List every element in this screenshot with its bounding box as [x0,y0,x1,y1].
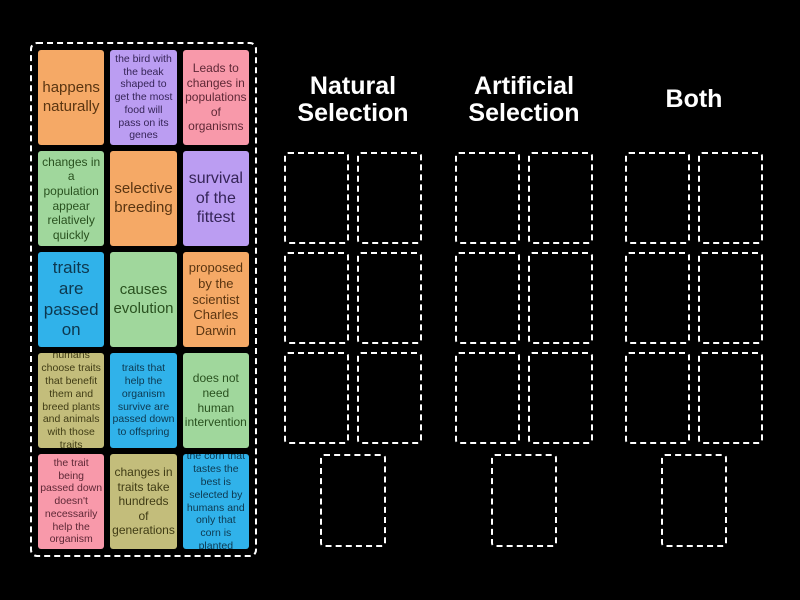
drop-slot[interactable] [698,152,763,244]
sortable-card[interactable]: the corn that tastes the best is selecte… [182,454,249,549]
drop-slot[interactable] [357,352,422,444]
sortable-card[interactable]: changes in a population appear relativel… [38,151,105,246]
group-title: Artificial Selection [468,71,580,127]
sortable-card[interactable]: traits that help the organism survive ar… [110,353,177,448]
drop-slot[interactable] [284,152,349,244]
drop-slot[interactable] [528,152,593,244]
sortable-card[interactable]: survival of the fittest [182,151,249,246]
drop-slot[interactable] [357,152,422,244]
drop-slot[interactable] [698,352,763,444]
drop-slot[interactable] [491,454,557,547]
drop-slot[interactable] [455,352,520,444]
drop-slot[interactable] [357,252,422,344]
sortable-card[interactable]: humans choose traits that benefit them a… [38,353,105,448]
drop-slot[interactable] [698,252,763,344]
sortable-card[interactable]: Leads to changes in populations of organ… [182,50,249,145]
sortable-card[interactable]: the bird with the beak shaped to get the… [110,50,177,145]
sortable-card[interactable]: causes evolution [110,252,177,347]
sortable-card[interactable]: traits are passed on [38,252,105,347]
drop-slot[interactable] [320,454,386,547]
sortable-card[interactable]: changes in traits take hundreds of gener… [110,454,177,549]
drop-slot[interactable] [625,252,690,344]
drop-slot[interactable] [528,252,593,344]
group-title: Both [665,85,723,114]
sortable-card[interactable]: the trait being passed down doesn't nece… [38,454,105,549]
sortable-card[interactable]: proposed by the scientist Charles Darwin [182,252,249,347]
drop-slot[interactable] [661,454,727,547]
card-tray: happens naturally the bird with the beak… [30,42,257,557]
group-both: Both [625,48,763,547]
drop-slot[interactable] [455,252,520,344]
slot-grid [455,152,593,444]
sortable-card[interactable]: selective breeding [110,151,177,246]
drop-slot[interactable] [528,352,593,444]
slot-grid [284,152,422,444]
drop-slot[interactable] [455,152,520,244]
slot-grid [625,152,763,444]
group-natural-selection: Natural Selection [284,48,422,547]
sortable-card[interactable]: does not need human intervention [182,353,249,448]
sortable-card[interactable]: happens naturally [38,50,105,145]
group-artificial-selection: Artificial Selection [455,48,593,547]
drop-slot[interactable] [284,352,349,444]
drop-slot[interactable] [625,352,690,444]
group-title: Natural Selection [297,71,409,127]
drop-slot[interactable] [625,152,690,244]
drop-slot[interactable] [284,252,349,344]
